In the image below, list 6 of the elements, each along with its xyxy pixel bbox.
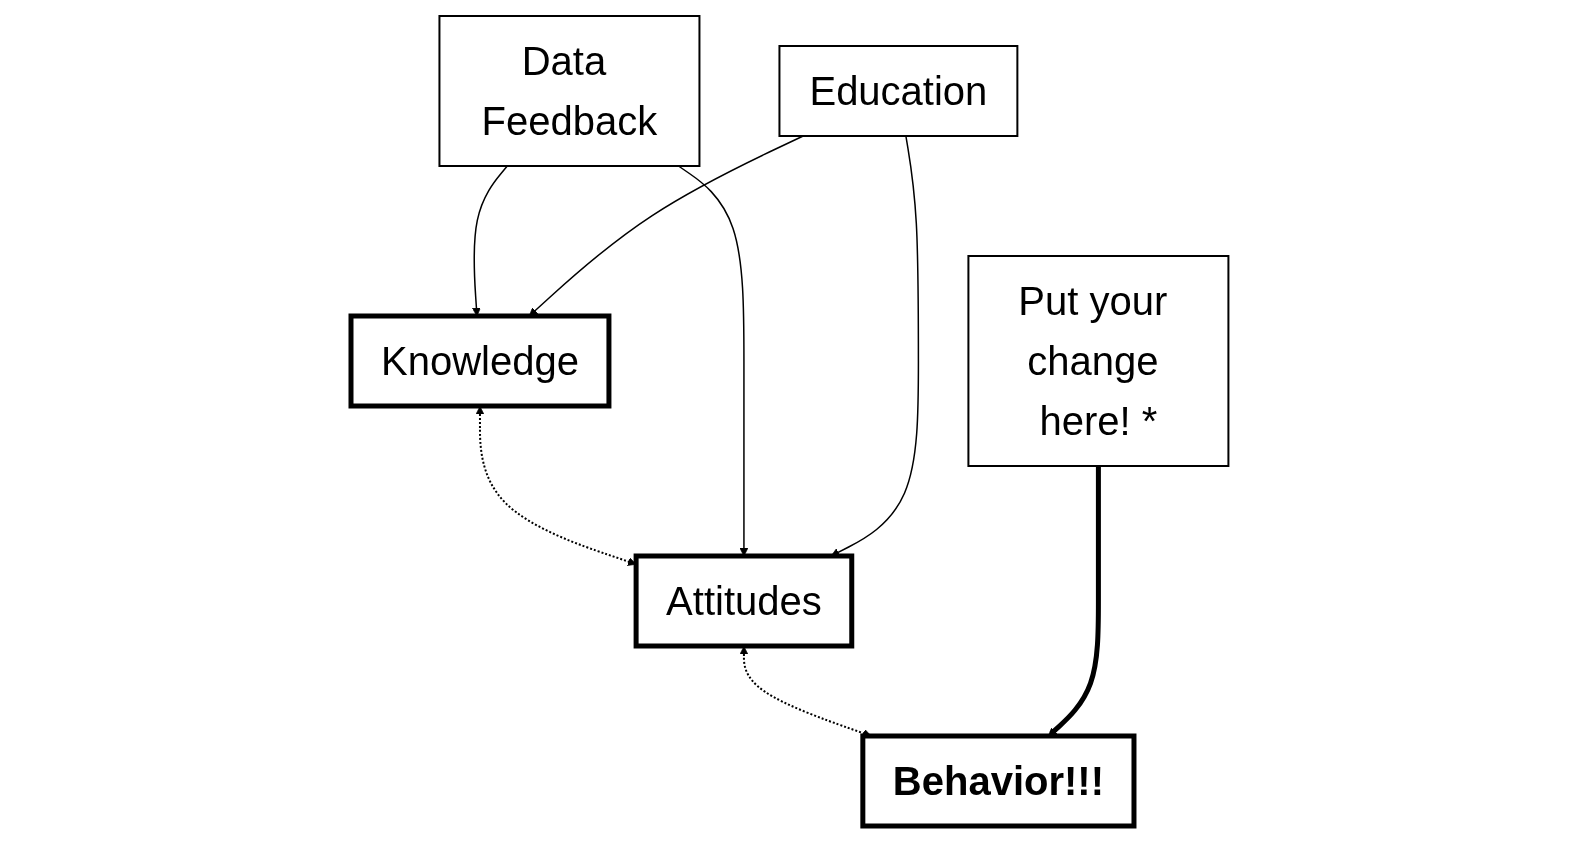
node-box: Knowledge — [348, 313, 612, 408]
node-box: Data Feedback — [438, 14, 701, 167]
node-box: Education — [778, 44, 1019, 137]
node-box: Attitudes — [633, 553, 855, 648]
node-box: Behavior!!! — [860, 733, 1137, 828]
node-box: Put your change here! * — [967, 254, 1230, 467]
